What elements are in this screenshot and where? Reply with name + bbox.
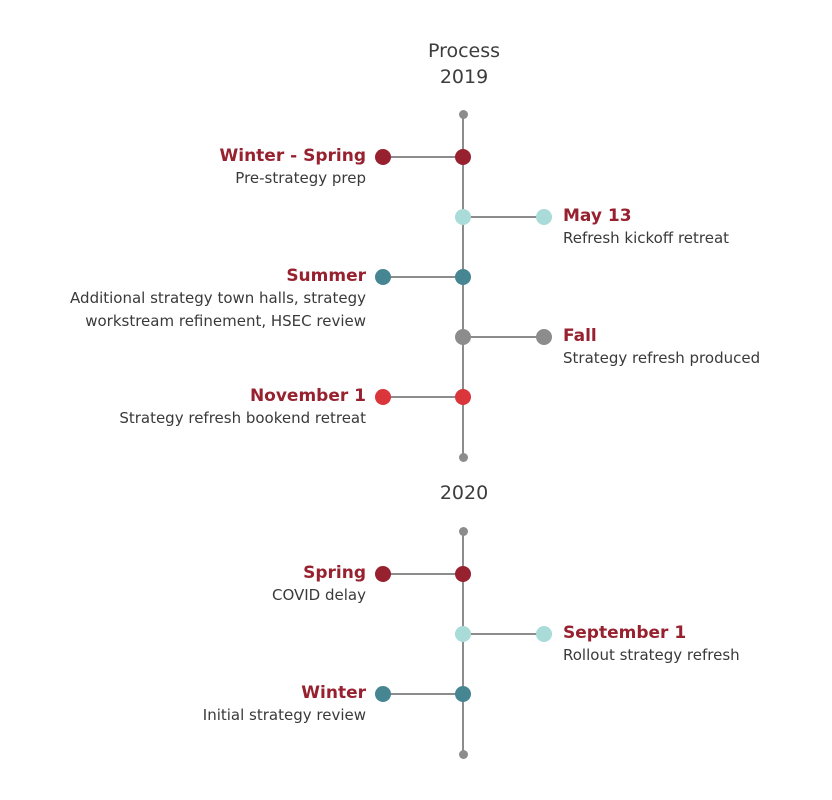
event-description: Pre-strategy prep (235, 169, 366, 187)
event-title: Spring (303, 563, 366, 583)
process-title: Process (427, 40, 501, 62)
events_2020-axis-marker (455, 626, 471, 642)
event-description: Strategy refresh produced (563, 349, 761, 367)
events_2019-axis-marker (455, 269, 471, 285)
event-title: September 1 (563, 623, 687, 643)
events_2019-event-label: May 13 Refresh kickoff retreat (563, 205, 729, 250)
event-title: November 1 (249, 386, 366, 406)
events_2019-axis-top-cap (458, 109, 468, 119)
events_2019-event-marker (375, 149, 391, 165)
events_2020-event-marker (536, 626, 552, 642)
events_2020-event-marker (375, 686, 391, 702)
event-title: Fall (563, 326, 597, 346)
event-description: Rollout strategy refresh (563, 646, 740, 664)
events_2019-axis-marker (455, 209, 471, 225)
events_2019-connector (383, 276, 463, 278)
events_2019-axis-marker (455, 329, 471, 345)
events_2020-axis-marker (455, 686, 471, 702)
events_2020-axis-top-cap (458, 526, 468, 536)
events_2019-event-label: November 1 Strategy refresh bookend retre… (119, 385, 366, 430)
event-title: May 13 (563, 206, 632, 226)
event-description: Strategy refresh bookend retreat (119, 409, 366, 427)
event-title: Summer (286, 266, 366, 286)
events_2019-axis-bottom-cap (458, 452, 468, 462)
event-title: Winter - Spring (219, 146, 366, 166)
events_2019-event-marker (375, 269, 391, 285)
events_2020-event-marker (375, 566, 391, 582)
year-2019-heading: 2019 (439, 66, 489, 88)
events_2019-event-marker (536, 209, 552, 225)
events_2019-connector (383, 396, 463, 398)
events_2019-axis-marker (455, 149, 471, 165)
event-description: workstream refinement, HSEC review (85, 312, 366, 330)
events_2020-axis-bottom-cap (458, 749, 468, 759)
events_2020-connector (463, 633, 544, 635)
events_2020-connector (383, 573, 463, 575)
events_2019-connector (463, 216, 544, 218)
event-description: Refresh kickoff retreat (563, 229, 730, 247)
events_2019-connector (383, 156, 463, 158)
events_2019-event-marker (536, 329, 552, 345)
events_2020-connector (383, 693, 463, 695)
event-title: Winter (301, 683, 366, 703)
events_2020-axis-marker (455, 566, 471, 582)
event-description: Initial strategy review (202, 706, 366, 724)
events_2019-axis-marker (455, 389, 471, 405)
events_2019-axis-line (462, 114, 464, 457)
events_2020-event-label: September 1 Rollout strategy refresh (563, 622, 740, 667)
event-description: Additional strategy town halls, strategy (70, 289, 366, 307)
events_2020-axis-line (462, 531, 464, 754)
events_2019-connector (463, 336, 544, 338)
event-description: COVID delay (271, 586, 366, 604)
events_2019-event-marker (375, 389, 391, 405)
year-2020-heading: 2020 (439, 482, 489, 504)
